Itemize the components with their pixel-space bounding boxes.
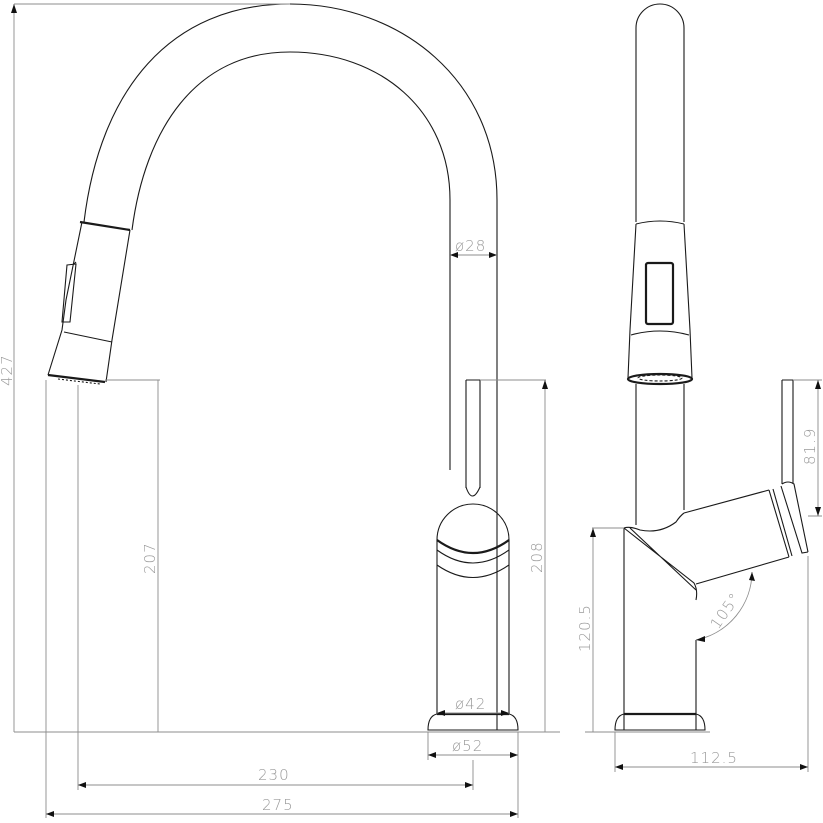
side-body: [623, 512, 697, 730]
spout-outer-curve: [83, 3, 498, 730]
dim-handle-angle: 105°: [707, 589, 745, 632]
dim-handle-length: 81.9: [801, 428, 819, 465]
spray-head-face: [47, 373, 106, 384]
handle-lever-tip: [465, 486, 481, 497]
spray-head-body: [47, 221, 131, 383]
dim-spout-reach: 230: [258, 766, 290, 784]
dim-overall-height: 427: [0, 354, 16, 386]
dim-overall-depth: 275: [262, 796, 294, 814]
dim-base-diameter: ø52: [452, 737, 483, 755]
side-body-bevel: [623, 527, 698, 601]
front-dimensions: 427 ø28 207 208 ø42 ø52 230 275: [0, 3, 548, 818]
dim-handle-top-height: 208: [528, 541, 546, 573]
spray-button: [61, 261, 77, 323]
side-view: [585, 3, 809, 733]
side-spray-band: [630, 330, 690, 336]
spray-head-band-top: [79, 220, 131, 232]
front-view: [14, 3, 560, 733]
side-handle-rings: [768, 485, 809, 558]
cartridge-rings: [436, 539, 510, 555]
cartridge-dome: [436, 503, 510, 541]
side-spray-face: [626, 372, 694, 386]
spray-nozzles: [57, 378, 101, 385]
spout-inner-curve: [131, 51, 451, 470]
cartridge-ring-2: [436, 549, 510, 579]
base-flange: [427, 713, 519, 731]
dim-body-height-side: 120.5: [576, 604, 594, 652]
side-base-flange: [614, 713, 706, 731]
dim-spout-diameter: ø28: [455, 237, 486, 255]
side-hose-tube: [635, 384, 685, 525]
dim-side-depth: 112.5: [690, 749, 738, 767]
side-handle-lever: [781, 379, 809, 553]
side-dimensions: 81.9 120.5 105° 112.5: [576, 379, 822, 772]
body-column: [436, 540, 510, 714]
side-handle-cartridge: [683, 489, 790, 585]
side-spray-head: [627, 220, 693, 379]
side-spout-tube: [635, 3, 685, 222]
dim-spout-outlet-height: 207: [141, 542, 159, 574]
handle-lever: [465, 379, 481, 488]
spray-head-band-bottom: [63, 331, 113, 343]
side-spray-button: [644, 261, 675, 326]
dim-body-diameter: ø42: [455, 695, 486, 713]
side-spray-nozzles: [637, 374, 683, 382]
